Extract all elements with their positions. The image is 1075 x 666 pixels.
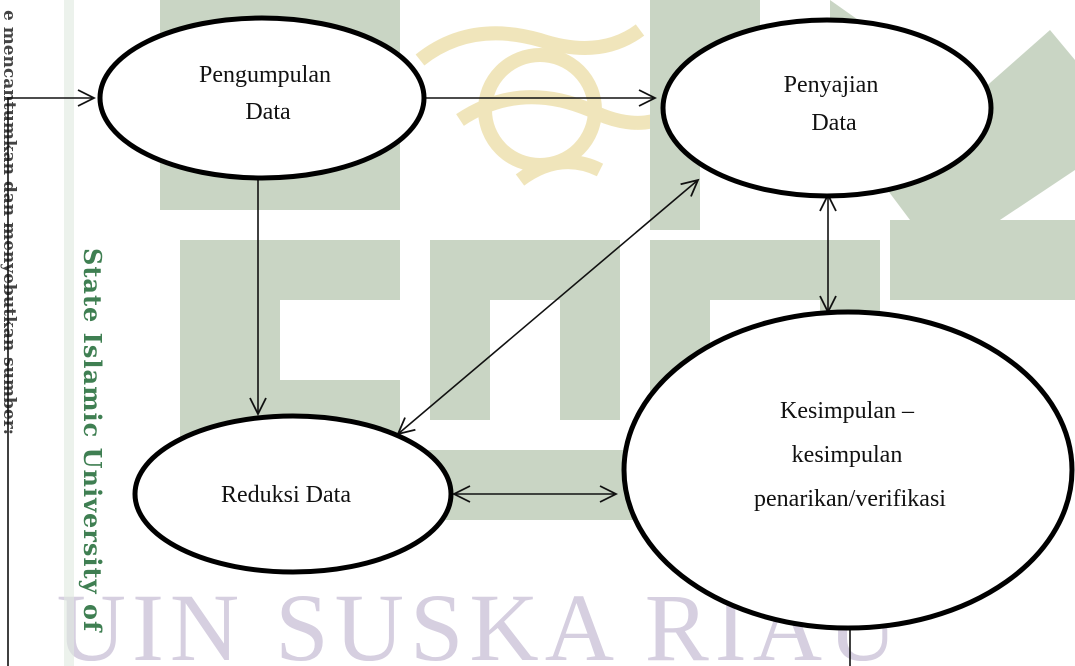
node-pengumpulan-data: Pengumpulan Data <box>97 15 427 181</box>
svg-text:Penyajian Data: Penyajian Data <box>784 72 885 136</box>
node-kesimpulan-line3: penarikan/verifikasi <box>754 486 946 512</box>
node-penyajian-line2: Data <box>811 110 857 136</box>
node-penyajian-data: Penyajian Data <box>660 17 994 199</box>
node-pengumpulan-line2: Data <box>245 99 291 125</box>
node-kesimpulan-line2: kesimpulan <box>792 442 903 468</box>
node-reduksi-line1: Reduksi Data <box>221 482 351 508</box>
svg-text:Kesimpulan – kesimpulan: Kesimpulan – kesimpulan penarikan/verifi… <box>754 398 946 512</box>
svg-text:Pengumpulan Data: Pengumpulan Data <box>199 62 337 125</box>
sidebar-university-text: State Islamic University of <box>78 248 107 633</box>
node-reduksi-data: Reduksi Data <box>132 413 454 575</box>
sidebar-cut-text: e mencantumkan dan menyebutkan sumber: <box>0 10 19 435</box>
sidebar-green-bar <box>64 0 74 666</box>
node-kesimpulan-line1: Kesimpulan – <box>780 398 915 424</box>
edge-reduksi-penyajian <box>398 180 698 434</box>
node-penyajian-line1: Penyajian <box>784 72 879 98</box>
node-kesimpulan: Kesimpulan – kesimpulan penarikan/verifi… <box>621 309 1075 631</box>
feedback-loop-edge <box>7 98 851 666</box>
svg-text:Reduksi Data: Reduksi Data <box>221 482 351 508</box>
gold-ornament <box>415 24 695 186</box>
node-pengumpulan-line1: Pengumpulan <box>199 62 331 88</box>
